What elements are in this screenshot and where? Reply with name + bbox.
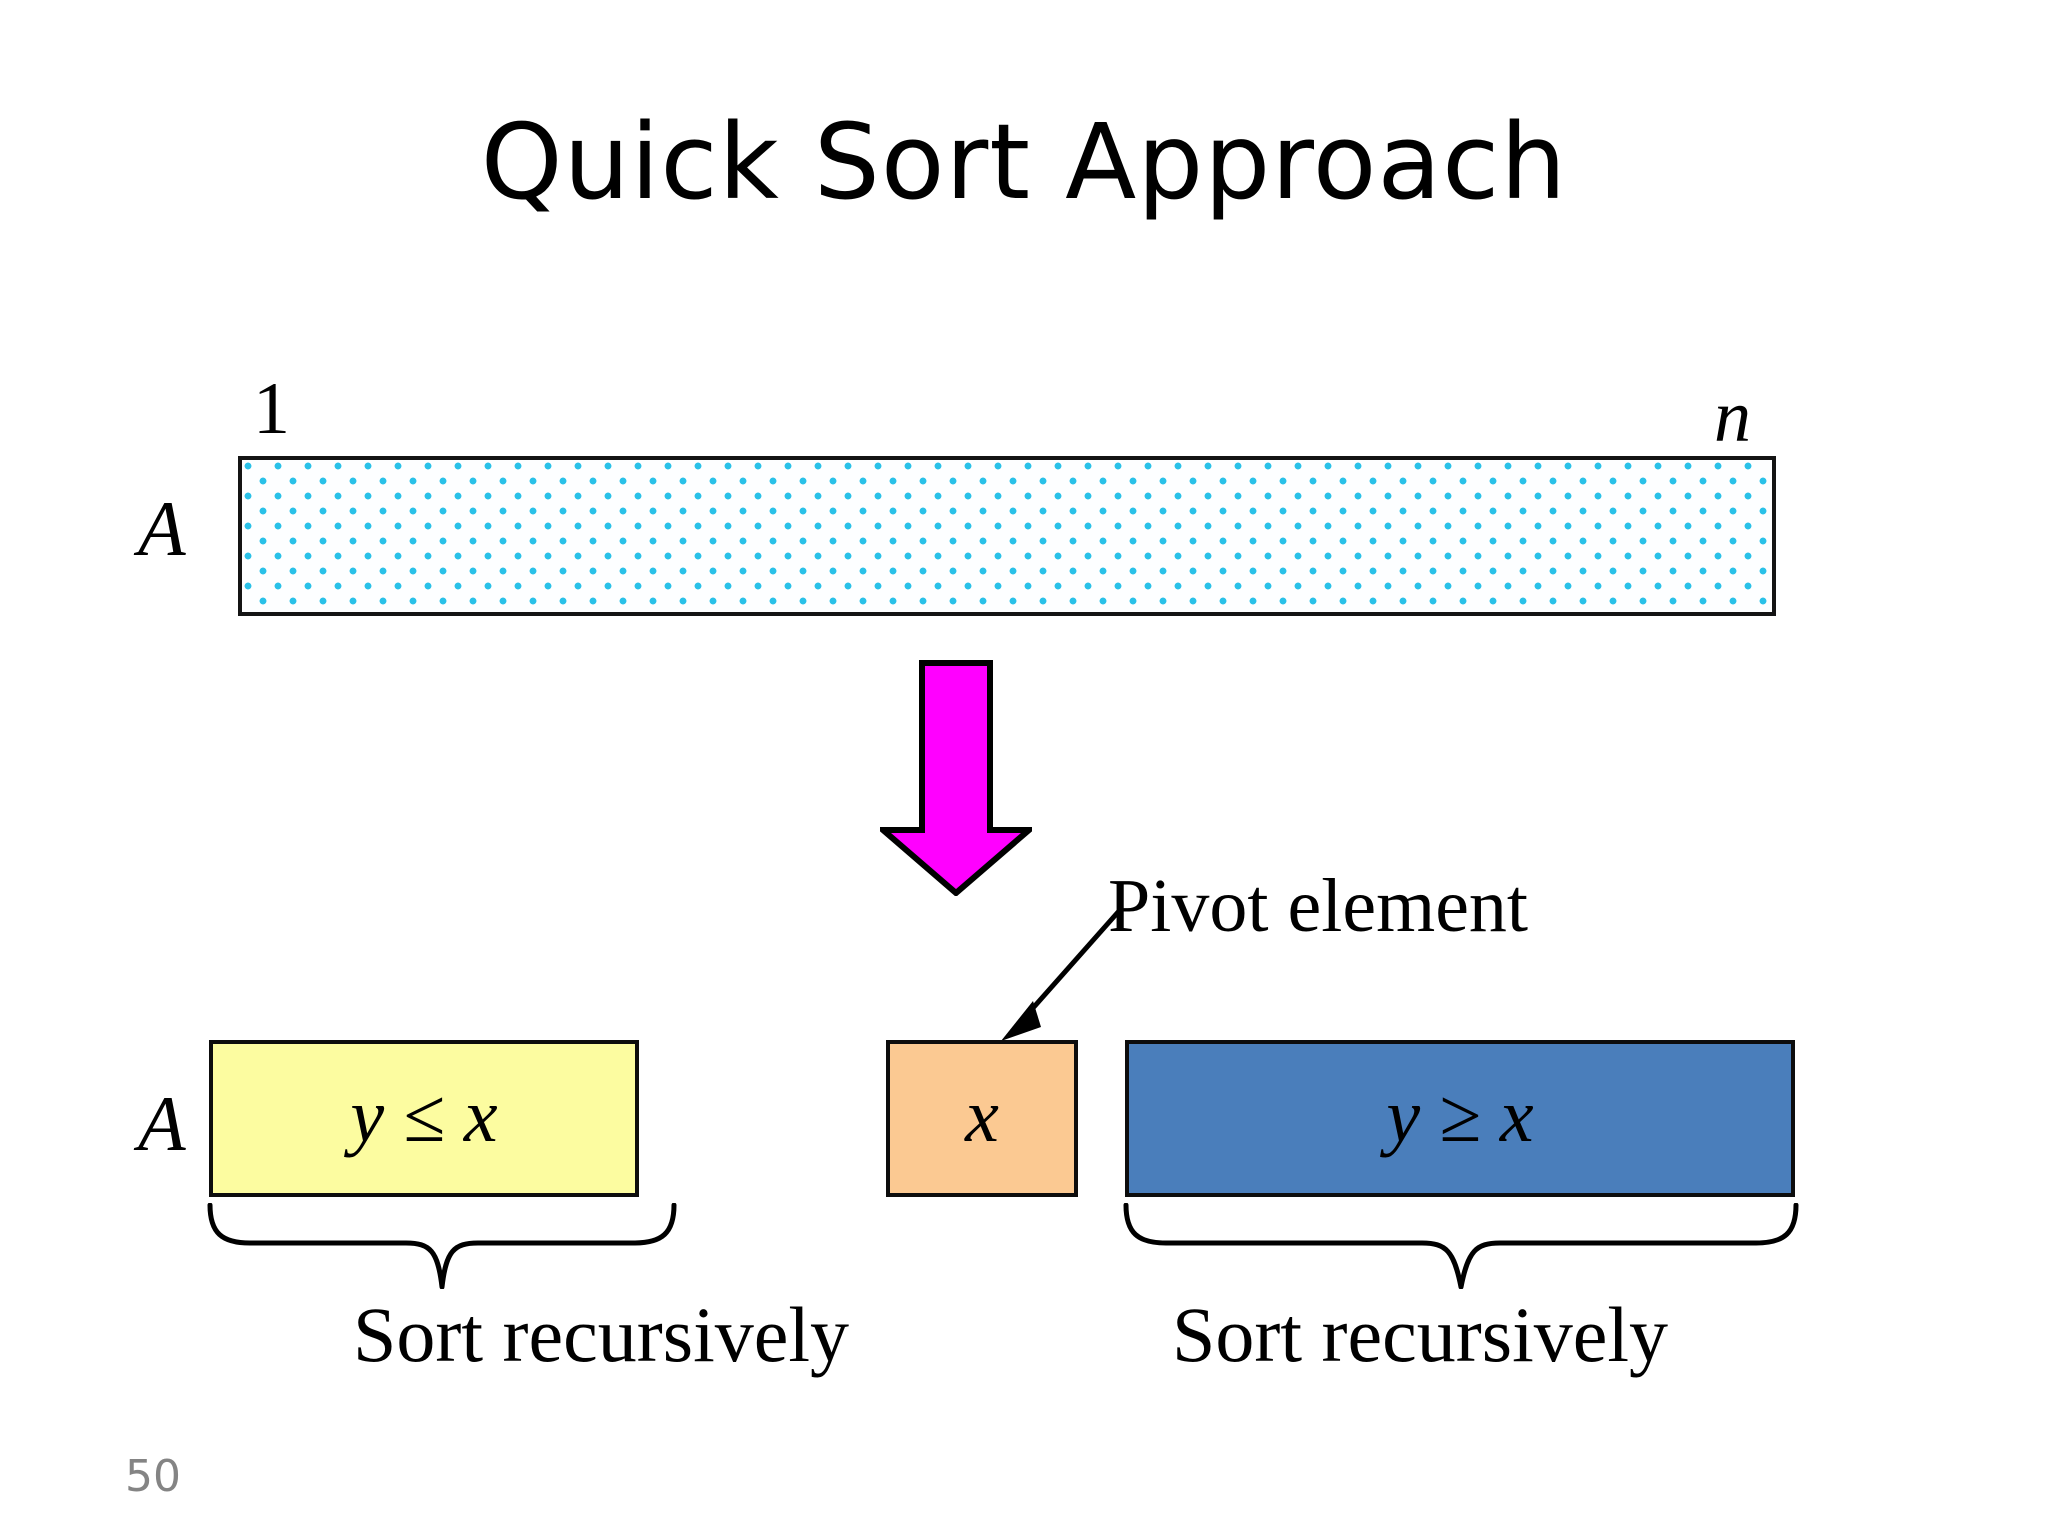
pivot-partition-text: x	[965, 1073, 999, 1158]
left-recursion-caption: Sort recursively	[353, 1291, 850, 1378]
down-arrow-icon	[880, 660, 1032, 896]
pivot-partition-box: x	[886, 1040, 1078, 1197]
left-partition-box: y ≤ x	[209, 1040, 639, 1197]
right-recursion-caption: Sort recursively	[1172, 1291, 1669, 1378]
unsorted-array-box	[238, 456, 1776, 616]
array-end-index-label: n	[1714, 376, 1751, 458]
right-partition-text: y ≥ x	[1386, 1073, 1534, 1158]
page-title: Quick Sort Approach	[480, 101, 1568, 223]
page-number: 50	[125, 1451, 181, 1502]
partitioned-array-label: A	[138, 1080, 186, 1167]
curly-brace-down-icon-right	[1123, 1203, 1799, 1289]
callout-arrow-icon	[1001, 909, 1121, 1041]
curly-brace-down-icon-left	[207, 1203, 677, 1289]
pivot-callout-label: Pivot element	[1108, 864, 1529, 948]
array-start-index-label: 1	[253, 368, 290, 450]
unsorted-array-label: A	[138, 485, 186, 572]
left-partition-text: y ≤ x	[350, 1073, 498, 1158]
right-partition-box: y ≥ x	[1125, 1040, 1795, 1197]
